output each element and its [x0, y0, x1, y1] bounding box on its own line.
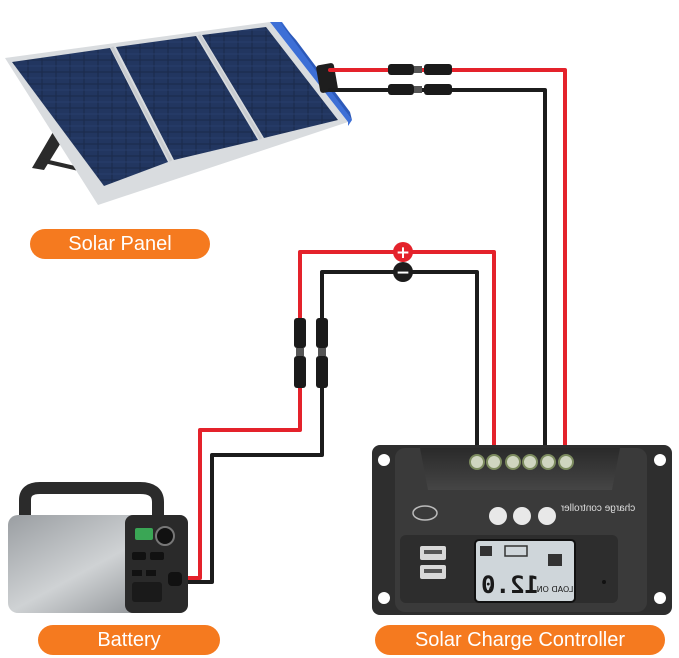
battery-positive-wire [178, 250, 496, 580]
solar-panel-label: Solar Panel [30, 229, 210, 259]
positive-symbol: + [396, 243, 410, 263]
controller-header-text: charge controller [560, 503, 635, 514]
solar-panel [5, 22, 352, 205]
charge-controller: charge controller 12.0 V LOAD ON [372, 445, 672, 615]
panel-connectors [388, 64, 452, 95]
battery-negative-wire [178, 270, 479, 584]
panel-positive-wire [328, 68, 567, 457]
battery-label: Battery [38, 625, 220, 655]
lcd-unit: V [485, 586, 492, 596]
battery-connectors [294, 318, 328, 388]
terminal-screws [469, 454, 574, 470]
lcd-load-status: LOAD ON [537, 585, 574, 594]
battery-power-station [8, 482, 188, 613]
charge-controller-label: Solar Charge Controller [375, 625, 665, 655]
negative-symbol: − [396, 263, 410, 283]
lcd-voltage: 12.0 [481, 571, 539, 599]
polarity-markers: + − [393, 242, 413, 283]
controller-buttons [489, 507, 556, 525]
